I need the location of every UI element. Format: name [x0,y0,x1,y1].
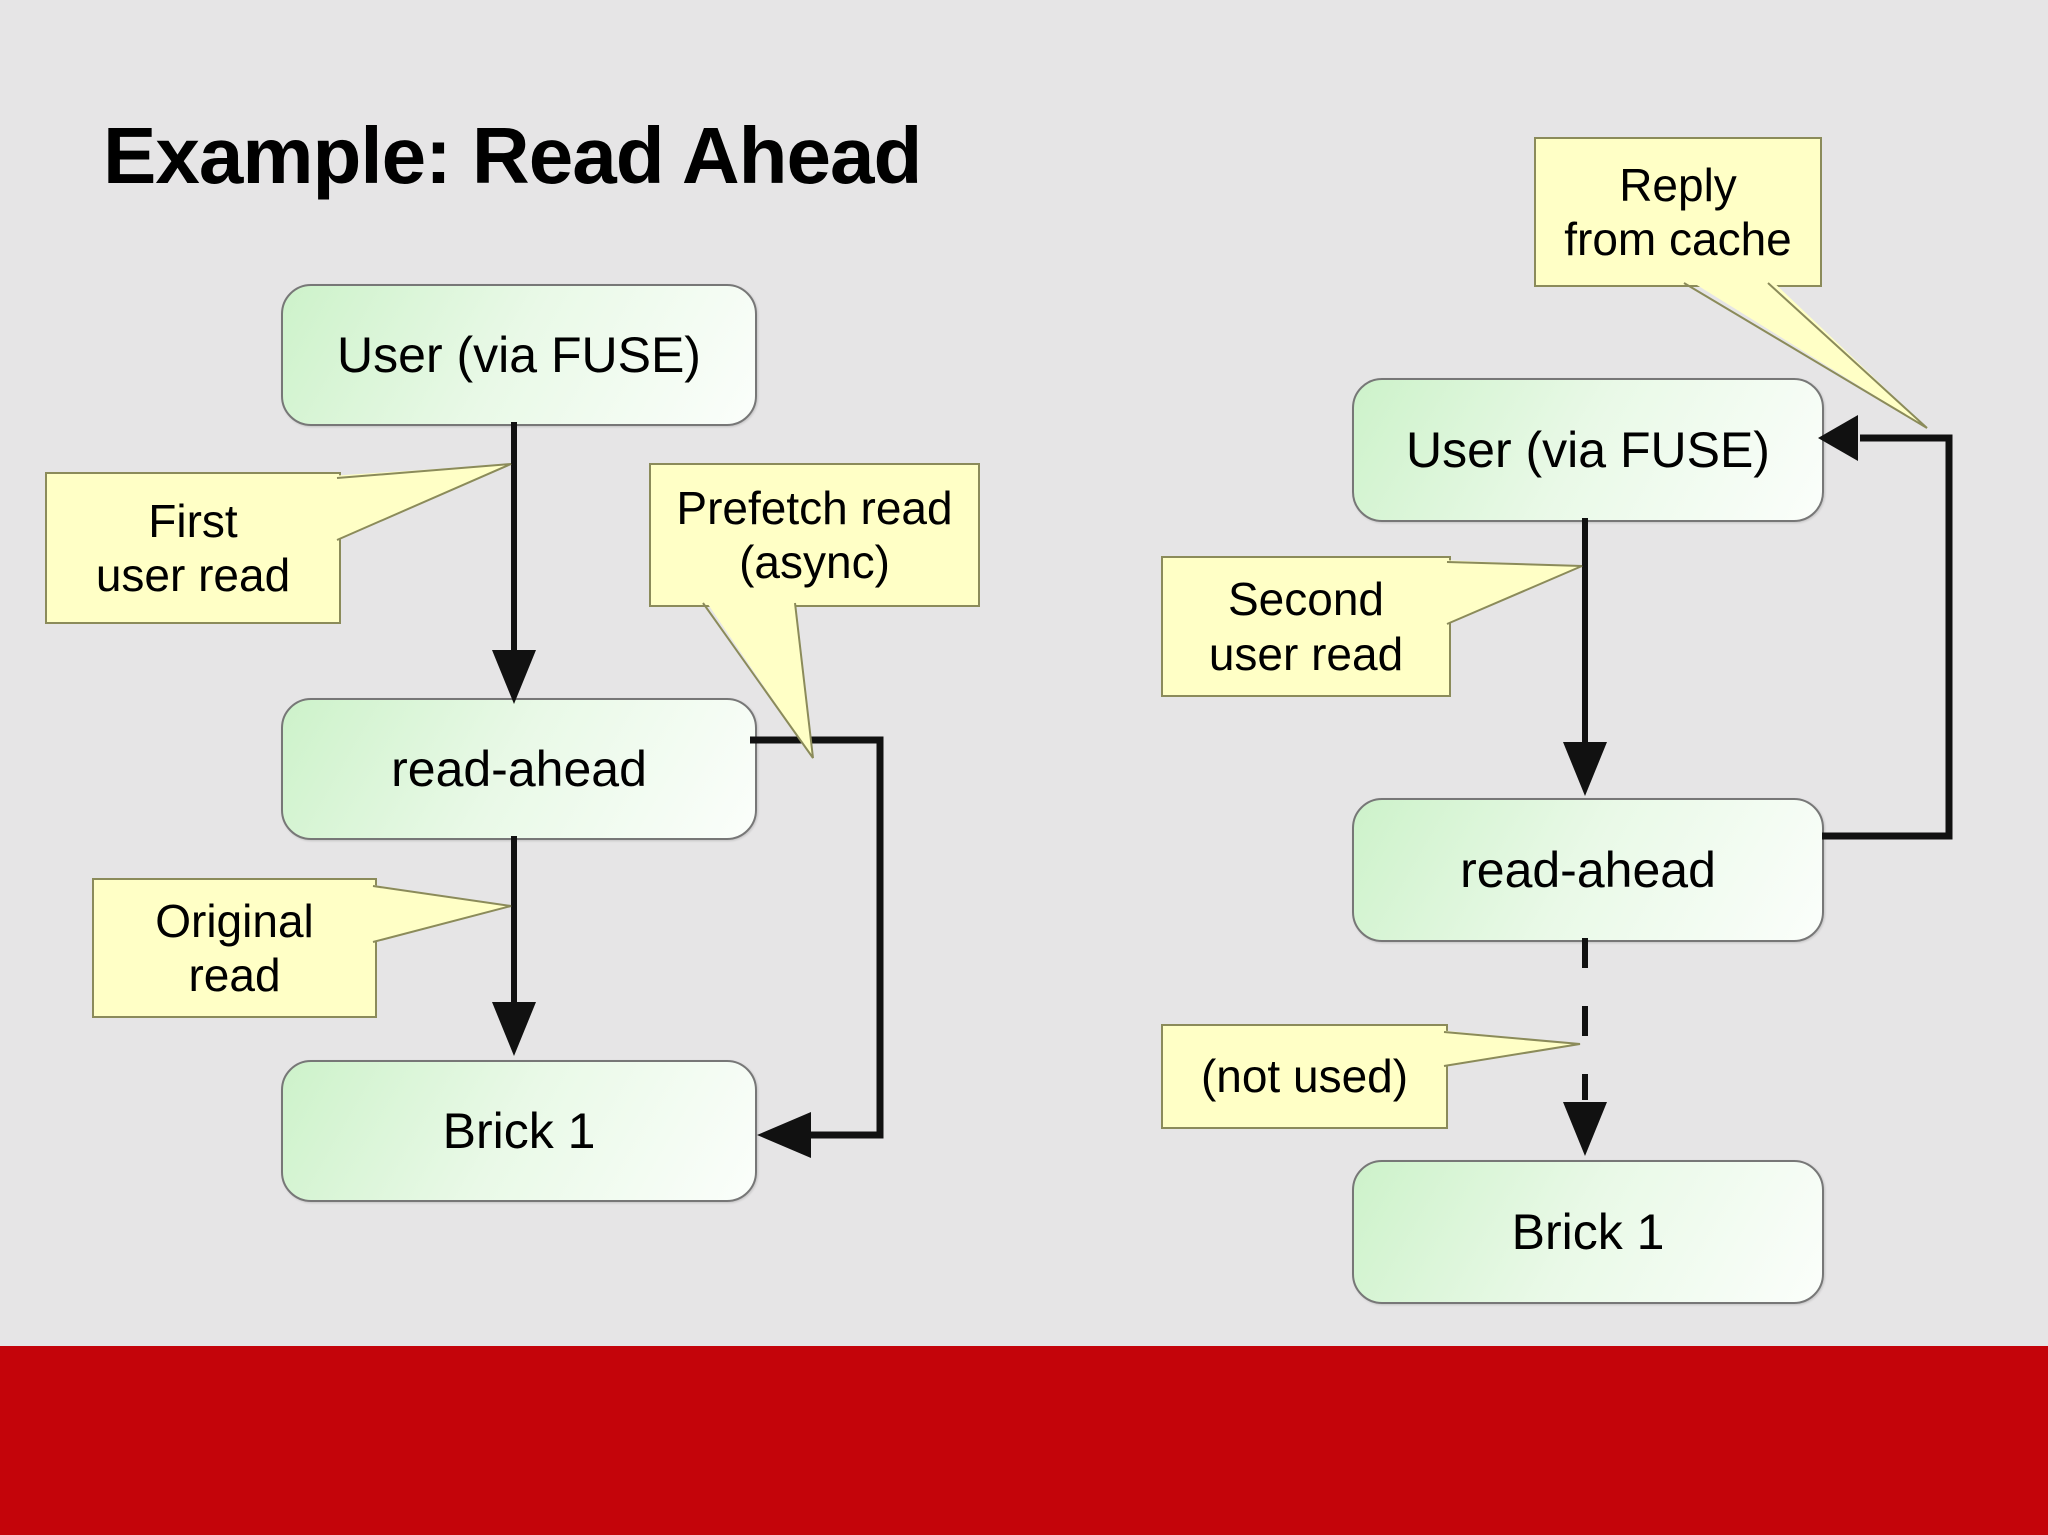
callout-line: First [148,494,238,547]
callout-line: (not used) [1200,1050,1409,1103]
arrow-left-user-to-readahead-icon [492,422,536,704]
left-callout-original-read: Original read [92,878,377,1018]
right-node-user: User (via FUSE) [1352,378,1824,522]
left-node-brick: Brick 1 [281,1060,757,1202]
right-node-readahead: read-ahead [1352,798,1824,942]
slide-title: Example: Read Ahead [103,111,922,200]
right-callout-reply-from-cache: Reply from cache [1534,137,1822,287]
arrow-left-readahead-to-brick-icon [492,836,536,1056]
callout-line: user read [95,549,291,601]
left-node-brick-label: Brick 1 [442,1103,596,1159]
callout-line: (async) [739,536,890,588]
arrow-right-user-to-readahead-icon [1563,518,1607,796]
left-node-readahead-label: read-ahead [391,741,647,797]
callout-line: Reply [1619,158,1737,211]
right-callout-second-user-read: Second user read [1161,556,1451,697]
left-node-user-label: User (via FUSE) [337,327,701,383]
left-node-readahead: read-ahead [281,698,757,840]
callout-line: Original [155,894,314,947]
callout-line: Prefetch read [676,481,953,534]
callout-line: read [188,949,281,1001]
left-callout-prefetch-read: Prefetch read (async) [649,463,980,607]
footer-red-band [0,1346,2048,1535]
callout-pointer-original-icon [367,884,512,944]
callout-line: user read [1208,627,1404,680]
left-node-user: User (via FUSE) [281,284,757,426]
left-callout-first-user-read: First user read [45,472,341,624]
callout-line: Second [1227,573,1384,626]
right-node-readahead-label: read-ahead [1460,842,1716,898]
callout-pointer-first-icon [330,463,512,544]
callout-line: from cache [1564,213,1792,265]
arrow-right-readahead-to-brick-dashed-icon [1563,938,1607,1156]
right-callout-not-used: (not used) [1161,1024,1448,1129]
right-node-brick: Brick 1 [1352,1160,1824,1304]
callout-pointer-second-icon [1441,560,1583,626]
callout-pointer-not-used-icon [1438,1030,1581,1068]
arrow-prefetch-loop-icon [750,736,884,1158]
right-node-user-label: User (via FUSE) [1406,422,1770,478]
arrow-reply-loop-icon [1818,415,1953,840]
right-node-brick-label: Brick 1 [1511,1204,1665,1260]
